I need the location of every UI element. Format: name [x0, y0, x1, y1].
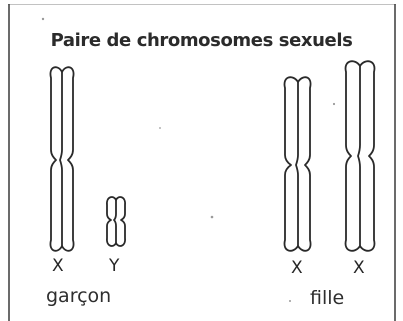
boy-y-label: Y [109, 256, 119, 276]
boy-x-chromosome [50, 67, 73, 251]
girl-x-label-2: X [353, 258, 365, 278]
girl-x-label-1: X [291, 258, 303, 278]
boy-group-label: garçon [46, 285, 111, 307]
girl-group-label: fille [310, 287, 344, 309]
boy-x-label: X [52, 256, 64, 276]
girl-x-chromosome-2 [346, 61, 375, 251]
girl-x-chromosome-1 [284, 77, 310, 251]
boy-y-chromosome [107, 197, 125, 246]
